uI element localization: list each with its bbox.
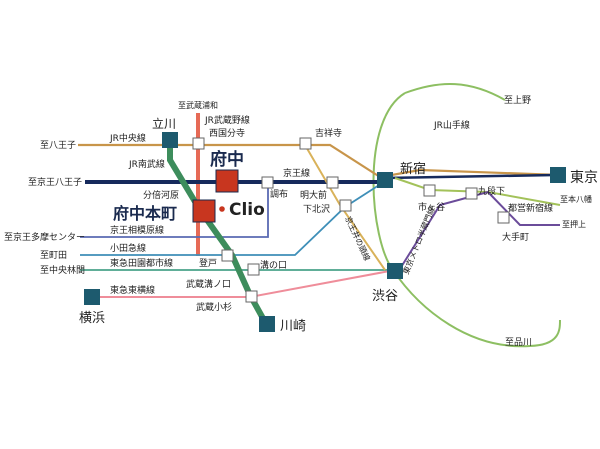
station-kichijoji: 吉祥寺 — [315, 127, 342, 139]
station-yokohama: 横浜 — [79, 311, 105, 326]
station-shibuya: 渋谷 — [372, 289, 398, 304]
station-tokyo: 東京 — [570, 170, 598, 186]
dest-shinagawa: 至品川 — [505, 337, 532, 348]
label-toyoko: 東急東横線 — [110, 284, 155, 296]
station-marker-kudanshita[interactable] — [465, 187, 478, 200]
station-marker-fuchu-honmachi[interactable] — [192, 199, 216, 223]
station-mizonokuchi: 溝の口 — [260, 259, 287, 271]
dest-keio-hachioji: 至京王八王子 — [28, 176, 82, 188]
label-jr-chuo: JR中央線 — [109, 132, 146, 144]
station-marker-kichijoji[interactable] — [299, 137, 312, 150]
line-keio-sagamihara — [80, 182, 269, 238]
line-odakyu — [80, 177, 391, 256]
station-marker-shibuya[interactable] — [387, 263, 403, 279]
station-marker-kawasaki[interactable] — [259, 316, 275, 332]
line-chuo-tokyo — [384, 173, 556, 180]
station-shimokitazawa: 下北沢 — [303, 203, 330, 215]
label-hanzomon: 東京メトロ半蔵門線 — [401, 205, 437, 276]
dest-hachioji: 至八王子 — [40, 140, 76, 151]
dest-chuo-rinkan: 至中央林間 — [40, 264, 85, 276]
line-toei-shinjuku — [394, 177, 561, 206]
station-fuchu-honmachi: 府中本町 — [113, 204, 177, 223]
station-marker-meidaimae[interactable] — [326, 176, 339, 189]
station-chofu: 調布 — [270, 188, 288, 200]
dest-oshiage: 至押上 — [562, 219, 586, 229]
dest-keio-tama-center: 至京王多摩センター — [4, 231, 85, 243]
label-inokashira: 京王井の頭線 — [343, 215, 372, 263]
station-marker-shinjuku[interactable] — [377, 172, 393, 188]
station-marker-musashi-kosugi[interactable] — [245, 290, 258, 303]
station-marker-fuchu[interactable] — [215, 169, 239, 193]
station-marker-tachikawa[interactable] — [162, 132, 178, 148]
station-marker-tokyo[interactable] — [550, 167, 566, 183]
dest-ueno: 至上野 — [504, 95, 531, 106]
label-keio-sagamihara: 京王相模原線 — [110, 224, 164, 236]
station-noborito: 登戸 — [199, 258, 217, 269]
station-fuchu: 府中 — [210, 149, 244, 170]
station-marker-noborito[interactable] — [221, 249, 234, 262]
line-jr-yamanote — [372, 92, 561, 348]
line-jr-yamanote-upper — [404, 82, 506, 101]
station-marker-ichigaya[interactable] — [423, 184, 436, 197]
station-otemachi: 大手町 — [502, 231, 529, 243]
line-hanzomon — [397, 190, 560, 273]
station-shinjuku: 新宿 — [400, 161, 426, 177]
station-tachikawa: 立川 — [152, 116, 176, 131]
station-musashi-mizonokuchi: 武蔵溝ノ口 — [186, 278, 231, 290]
station-marker-yokohama[interactable] — [84, 289, 100, 305]
station-marker-mizonokuchi[interactable] — [247, 263, 260, 276]
label-keio: 京王線 — [283, 167, 310, 179]
dest-machida: 至町田 — [40, 250, 67, 261]
label-jr-nambu: JR南武線 — [128, 158, 165, 170]
dest-motoyawata: 至本八幡 — [560, 194, 592, 204]
label-odakyu: 小田急線 — [110, 242, 146, 254]
station-marker-chofu[interactable] — [261, 176, 274, 189]
logo-dot — [219, 206, 225, 212]
label-jr-yamanote: JR山手線 — [433, 119, 470, 131]
station-bubaigawara: 分倍河原 — [143, 189, 179, 201]
label-jr-musashino: JR武蔵野線 — [204, 114, 250, 126]
station-kudanshita: 九段下 — [478, 185, 505, 197]
station-marker-shimokitazawa[interactable] — [339, 199, 352, 212]
station-musashi-kosugi: 武蔵小杉 — [196, 301, 232, 313]
station-kawasaki: 川崎 — [280, 319, 306, 334]
label-denentoshi: 東急田園都市線 — [110, 257, 173, 269]
logo-text: Clio — [229, 200, 265, 220]
station-ichigaya: 市ヶ谷 — [418, 201, 445, 213]
dest-musashi-urawa: 至武蔵浦和 — [178, 100, 218, 110]
station-meidaimae: 明大前 — [300, 189, 327, 201]
station-marker-nishi-kokubunji[interactable] — [192, 137, 205, 150]
station-nishi-kokubunji: 西国分寺 — [209, 128, 245, 139]
station-marker-otemachi[interactable] — [497, 211, 510, 224]
label-shinjuku-line: 都営新宿線 — [508, 202, 553, 214]
